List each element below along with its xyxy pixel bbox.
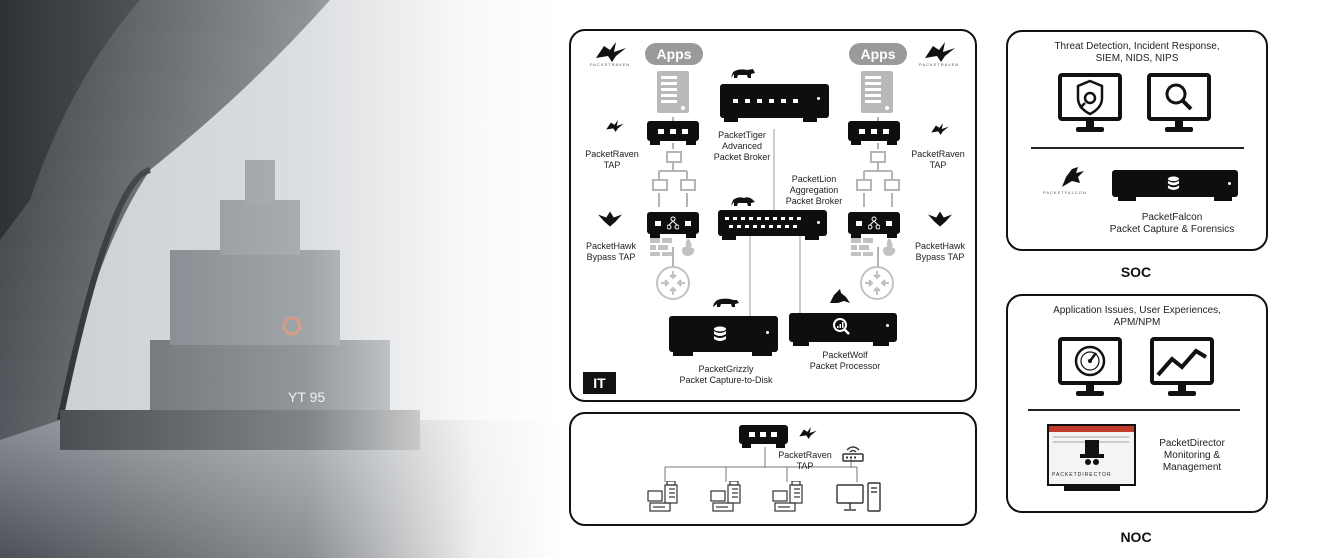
noc-divider	[1028, 409, 1240, 411]
director-screen: PACKETDIRECTOR	[1047, 424, 1136, 486]
router-icon	[859, 265, 895, 306]
tap-device-icon	[647, 121, 699, 141]
industrial-machine-icon	[772, 480, 808, 518]
link-node	[652, 179, 668, 191]
lion-logo-icon	[729, 195, 757, 213]
packet-lion-device	[718, 210, 827, 236]
director-hat-icon	[1078, 440, 1106, 471]
wifi-router-icon	[841, 444, 865, 467]
monitor-chart-icon	[1150, 337, 1214, 406]
pc-icon	[836, 481, 882, 518]
noc-header: Application Issues, User Experiences,APM…	[1053, 305, 1221, 328]
soc-caption: SOC	[1120, 264, 1152, 280]
link-node	[884, 179, 900, 191]
link-node	[856, 179, 872, 191]
firewall-icon	[677, 238, 699, 261]
hawk-logo-icon	[927, 210, 953, 233]
hero-ship-photo: YT 95	[0, 0, 560, 558]
raven-logo-icon	[604, 119, 626, 138]
packet-wolf-device	[789, 313, 897, 342]
packet-tiger-device	[720, 84, 829, 118]
tap-device-icon	[848, 121, 900, 141]
raven-brand-left: PACKETRAVEN	[590, 62, 631, 67]
falcon-brand: PACKETFALCON	[1043, 190, 1087, 195]
bypass-tap-device-icon	[647, 212, 699, 234]
noc-caption: NOC	[1120, 529, 1152, 545]
raven-logo-icon	[797, 426, 819, 445]
soc-panel	[1006, 30, 1268, 251]
industrial-machine-icon	[710, 480, 746, 518]
router-icon	[655, 265, 691, 306]
director-stand	[1064, 486, 1120, 491]
bypass-tap-device-icon	[848, 212, 900, 234]
hawk-logo-icon	[597, 210, 623, 233]
soc-divider	[1031, 147, 1244, 149]
raven-logo-icon	[923, 40, 957, 69]
raven-brand-right: PACKETRAVEN	[919, 62, 960, 67]
raven-logo-icon	[594, 40, 628, 69]
falcon-logo-icon	[1058, 165, 1088, 194]
link-node	[680, 179, 696, 191]
link-node	[666, 151, 682, 163]
raven-logo-icon	[929, 122, 951, 141]
wolf-logo-icon	[826, 289, 852, 310]
monitor-search-icon	[1147, 73, 1211, 142]
packet-falcon-device	[1112, 170, 1238, 197]
it-badge: IT	[583, 372, 616, 394]
packet-grizzly-device	[669, 316, 778, 352]
soc-header: Threat Detection, Incident Response,SIEM…	[1054, 41, 1220, 64]
firewall-icon	[650, 238, 672, 261]
it-wiring	[658, 117, 893, 317]
server-icon	[857, 71, 897, 120]
firewall-icon	[851, 238, 873, 261]
grizzly-logo-icon	[711, 296, 741, 314]
monitor-gauge-icon	[1058, 337, 1122, 406]
apps-pill-left: Apps	[645, 43, 703, 65]
monitor-shield-icon	[1058, 73, 1122, 142]
industrial-machine-icon	[647, 480, 683, 518]
tap-device-icon	[739, 425, 788, 444]
server-icon	[653, 71, 693, 120]
apps-pill-right: Apps	[849, 43, 907, 65]
link-node	[870, 151, 886, 163]
tiger-logo-icon	[729, 67, 757, 85]
firewall-icon	[878, 238, 900, 261]
